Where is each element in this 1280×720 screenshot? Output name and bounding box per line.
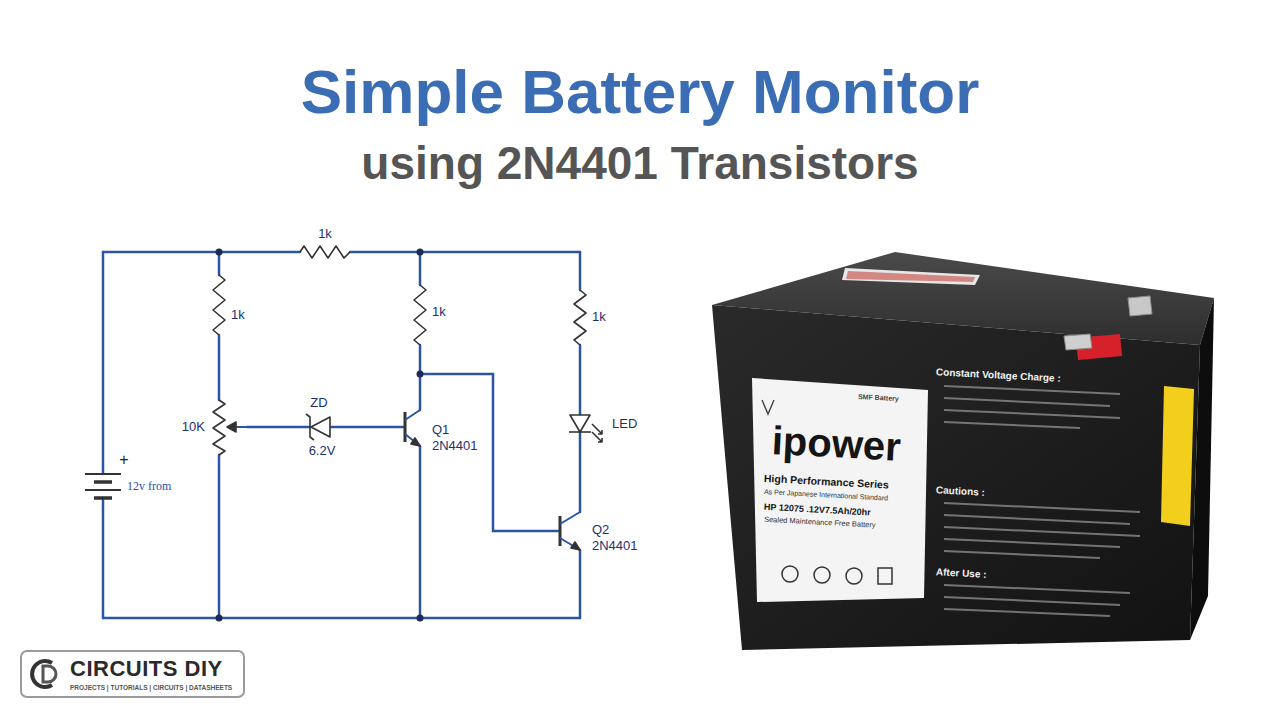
battery-text: After Use : bbox=[936, 566, 987, 580]
wire bbox=[102, 252, 105, 618]
zener-voltage: 6.2V bbox=[309, 444, 336, 459]
title: Simple Battery Monitor bbox=[301, 56, 980, 127]
component-name: ZD bbox=[310, 396, 327, 411]
transistor-collector bbox=[405, 410, 420, 420]
logo-icon bbox=[28, 656, 64, 692]
transistor-emitter bbox=[560, 538, 580, 550]
battery-illustration bbox=[712, 252, 1214, 650]
resistor-value: 1k bbox=[231, 308, 245, 323]
cert-icon bbox=[814, 567, 830, 583]
logo-box: CIRCUITS DIY PROJECTS | TUTORIALS | CIRCU… bbox=[20, 650, 245, 698]
bin-icon bbox=[878, 568, 892, 584]
fine-print-lines bbox=[944, 585, 1130, 616]
subtitle: using 2N4401 Transistors bbox=[361, 137, 918, 190]
junction-dot bbox=[417, 615, 424, 622]
logo-tagline: PROJECTS | TUTORIALS | CIRCUITS | DATASH… bbox=[70, 684, 232, 691]
part-number: 2N4401 bbox=[432, 439, 478, 454]
logo-text-column: CIRCUITS DIY PROJECTS | TUTORIALS | CIRCU… bbox=[70, 657, 232, 690]
led-bar bbox=[569, 431, 591, 433]
emitter-arrow bbox=[571, 542, 580, 550]
warning-sticker bbox=[1161, 386, 1194, 526]
battery-model: HP 12075 .12V7.5Ah/20hr bbox=[764, 502, 871, 518]
led-light-arrows bbox=[592, 424, 602, 442]
junction-group bbox=[216, 249, 424, 622]
battery-plate bbox=[94, 482, 112, 498]
battery-brand: ipower bbox=[771, 417, 902, 470]
battery-text: Sealed Maintenance Free Battery bbox=[764, 516, 876, 530]
transistor-emitter bbox=[405, 434, 420, 446]
transistor-base bbox=[559, 516, 562, 546]
junction-dot bbox=[417, 249, 424, 256]
logo-name: CIRCUITS DIY bbox=[70, 657, 232, 681]
label-panel bbox=[752, 378, 928, 602]
logo-d bbox=[43, 666, 56, 682]
battery-side bbox=[1190, 298, 1214, 640]
battery-terminal bbox=[1128, 296, 1152, 316]
wire bbox=[579, 550, 582, 618]
battery-sticker bbox=[842, 268, 980, 285]
resistor-value: 1k bbox=[432, 305, 446, 320]
resistor-symbol bbox=[574, 290, 586, 345]
component-name: Q2 bbox=[592, 523, 609, 538]
battery-text: As Per Japanese International Standard bbox=[764, 488, 888, 503]
fine-print-lines bbox=[944, 503, 1140, 558]
resistor-symbol bbox=[213, 275, 225, 335]
part-number: 2N4401 bbox=[592, 539, 638, 554]
battery-text: Constant Voltage Charge : bbox=[936, 366, 1061, 384]
battery-terminal bbox=[1064, 334, 1092, 350]
resistor-symbol bbox=[414, 285, 426, 345]
wiper-arrow bbox=[227, 422, 236, 432]
battery-text: High Performance Series bbox=[764, 472, 889, 491]
battery-text: SMF Battery bbox=[858, 393, 899, 403]
polarity-mark: + bbox=[119, 451, 128, 469]
wire-group bbox=[103, 252, 580, 618]
component-name: Q1 bbox=[432, 423, 449, 438]
fine-print-lines bbox=[944, 386, 1120, 428]
junction-dot bbox=[216, 615, 223, 622]
wire bbox=[218, 252, 221, 618]
resistor-symbol bbox=[300, 246, 350, 258]
star-mark bbox=[762, 400, 774, 414]
zener-symbol bbox=[311, 417, 330, 437]
junction-dot bbox=[417, 371, 424, 378]
junction-dot bbox=[216, 249, 223, 256]
component-group bbox=[85, 246, 602, 550]
emitter-arrow bbox=[411, 438, 420, 446]
fine-print bbox=[944, 386, 1140, 616]
resistor-value: 1k bbox=[318, 227, 332, 242]
recycle-icon bbox=[846, 568, 862, 584]
battery-front bbox=[712, 305, 1200, 650]
wire bbox=[419, 446, 422, 618]
supply-note: 12v from bbox=[127, 480, 171, 494]
transistor-collector bbox=[560, 512, 580, 524]
battery-sticker-stripe bbox=[846, 271, 975, 282]
wire bbox=[419, 252, 422, 410]
resistor-value: 1k bbox=[592, 310, 606, 325]
transistor-base bbox=[404, 412, 407, 442]
battery-text: Cautions : bbox=[936, 484, 985, 498]
pot-value: 10K bbox=[182, 420, 205, 435]
wire bbox=[103, 617, 580, 620]
component-name: LED bbox=[612, 417, 637, 432]
potentiometer-symbol bbox=[213, 400, 225, 455]
led-symbol bbox=[570, 415, 590, 432]
wire bbox=[420, 374, 558, 531]
zener-bar bbox=[306, 414, 314, 440]
cert-icon bbox=[782, 566, 798, 582]
